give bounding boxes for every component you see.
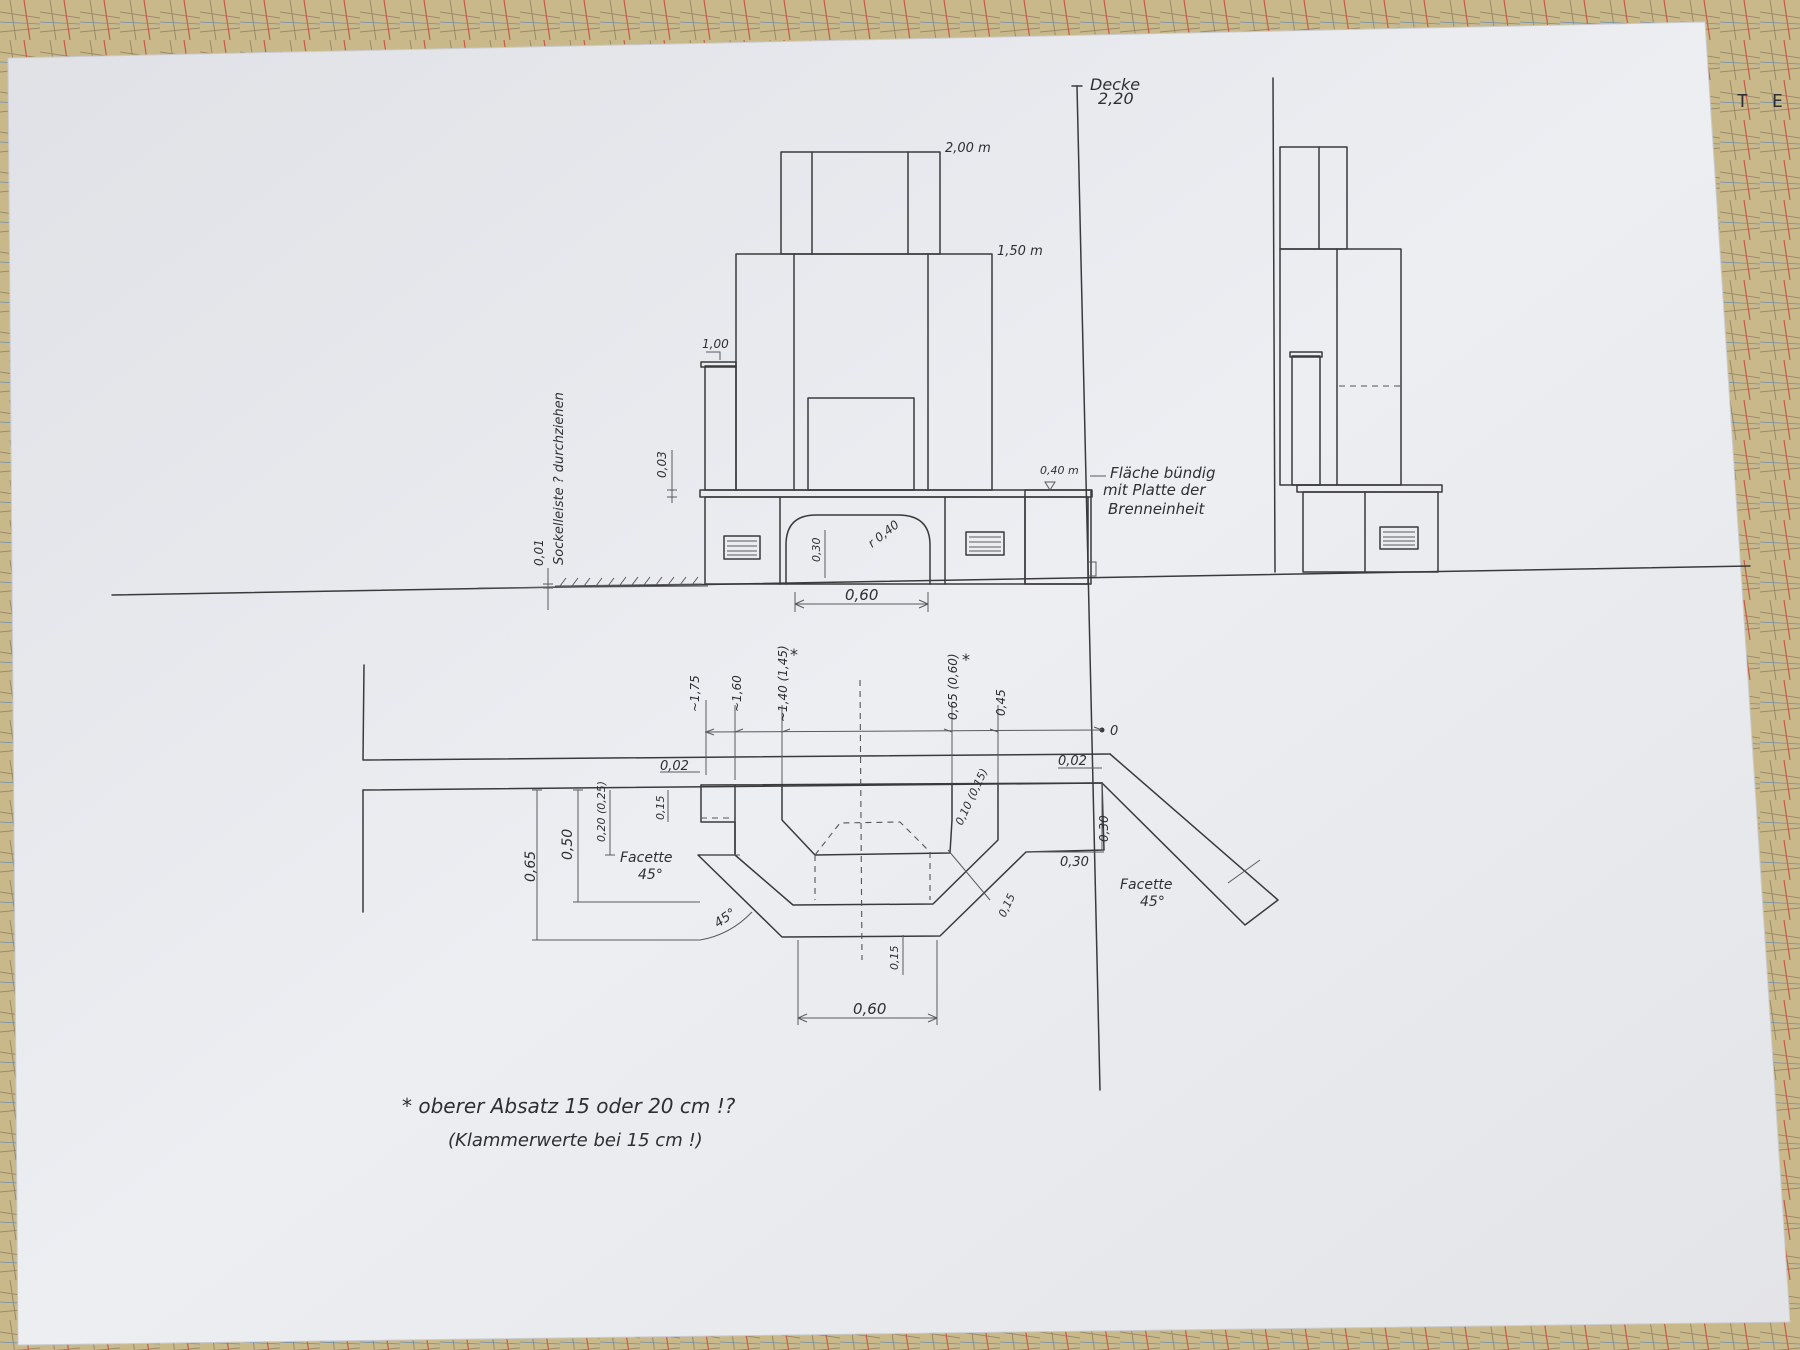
vent-right bbox=[965, 531, 1005, 556]
asterisk-1: * bbox=[790, 645, 798, 664]
dim-1-75: ~1,75 bbox=[688, 675, 702, 712]
dim-floor-height: 0,01 bbox=[532, 539, 546, 566]
surface-note-line-1: Fläche bündig bbox=[1110, 464, 1215, 482]
left-step-label: 0,15 bbox=[654, 796, 667, 821]
base bbox=[704, 496, 1089, 585]
bench-height-label: 0,40 m bbox=[1040, 464, 1079, 477]
plan-zero-label: 0 bbox=[1110, 724, 1118, 739]
height-side-label: 1,00 bbox=[702, 337, 729, 351]
right-depth-label: 0,30 bbox=[1097, 815, 1111, 842]
height-top-label: 2,00 m bbox=[945, 141, 991, 156]
ceiling-reference-line bbox=[1076, 85, 1101, 1091]
plan-angled-wall bbox=[1101, 753, 1279, 926]
depth-0-20: 0,20 (0,25) bbox=[595, 781, 608, 842]
paper-sheet bbox=[7, 21, 1791, 1346]
side-base bbox=[1302, 491, 1439, 573]
asterisk-2: * bbox=[962, 650, 970, 669]
dim-1-40: ~1,40 (1,45) bbox=[776, 645, 790, 722]
side-elevation bbox=[1272, 77, 1443, 573]
plan-bottom-width: 0,60 bbox=[853, 1000, 886, 1018]
note-line-2: (Klammerwerte bei 15 cm !) bbox=[448, 1130, 703, 1151]
front-elevation: Decke 2,20 2,00 m 1,50 m 1,00 bbox=[111, 75, 1751, 1091]
map-edge-letters: T E bbox=[1737, 91, 1783, 112]
dim-vertical-left: 0,03 bbox=[655, 451, 669, 478]
right-width-label: 0,30 bbox=[1060, 855, 1089, 870]
firebox-dashed bbox=[814, 821, 931, 856]
stove-body bbox=[734, 784, 999, 906]
front-dim-label: 0,15 bbox=[888, 946, 901, 971]
facette-left-angle: 45° bbox=[638, 867, 663, 883]
handwritten-note: * oberer Absatz 15 oder 20 cm !? (Klamme… bbox=[402, 1094, 736, 1151]
ceiling-label: Decke bbox=[1090, 75, 1140, 94]
dim-1-60: ~1,60 bbox=[730, 675, 744, 712]
side-vent bbox=[1379, 526, 1419, 550]
ground-line bbox=[111, 565, 1751, 596]
ceiling-value: 2,20 bbox=[1098, 89, 1134, 108]
centre-axis bbox=[859, 679, 863, 961]
height-mid-label: 1,50 m bbox=[997, 244, 1043, 259]
left-gap-label: 0,02 bbox=[660, 759, 689, 774]
facette-right-label: Facette bbox=[1120, 877, 1173, 893]
skirting-hatch bbox=[554, 576, 703, 587]
firebox-outline bbox=[781, 784, 953, 856]
facette-left-label: Facette bbox=[620, 850, 673, 866]
wall-line bbox=[1272, 77, 1276, 573]
floor-line bbox=[477, 585, 709, 589]
opening-height-label: 0,30 bbox=[810, 538, 823, 563]
bench bbox=[1024, 489, 1092, 585]
facette-right-angle: 45° bbox=[1140, 894, 1165, 910]
dim-0-65: 0,65 (0,60) bbox=[946, 653, 960, 720]
arch-opening bbox=[785, 514, 931, 585]
surface-note-line-2: mit Platte der bbox=[1103, 481, 1206, 499]
stove-outline bbox=[697, 782, 1105, 938]
note-line-1: * oberer Absatz 15 oder 20 cm !? bbox=[402, 1094, 736, 1118]
map-letter-t: T bbox=[1737, 91, 1748, 112]
depth-0-65: 0,65 bbox=[523, 851, 539, 882]
opening-width-label: 0,60 bbox=[845, 586, 878, 604]
surface-note-line-3: Brenneinheit bbox=[1108, 500, 1206, 518]
vent-left bbox=[723, 535, 761, 560]
right-gap-label: 0,02 bbox=[1058, 754, 1087, 769]
dim-0-45: 0,45 bbox=[994, 689, 1008, 716]
map-letter-e: E bbox=[1772, 91, 1783, 112]
skirting-note: Sockelleiste ? durchziehen bbox=[552, 392, 567, 565]
depth-0-50: 0,50 bbox=[560, 829, 576, 860]
plan-wall-upper bbox=[362, 664, 1111, 761]
